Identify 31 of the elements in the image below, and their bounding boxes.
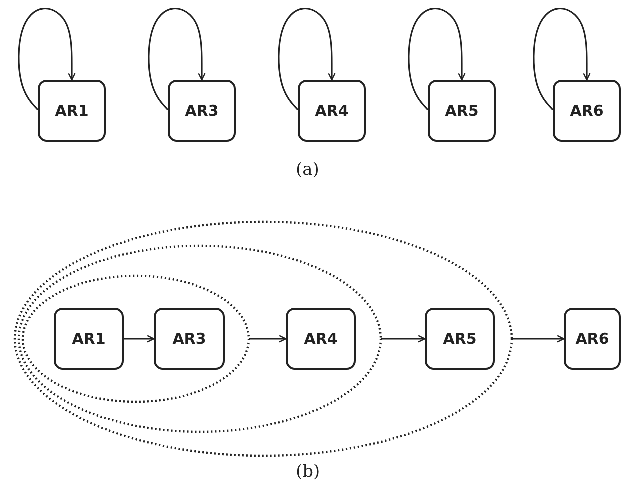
arrow — [512, 335, 565, 343]
box-label: AR4 — [315, 102, 349, 120]
box-label: AR3 — [172, 330, 206, 348]
box-label: AR4 — [304, 330, 338, 348]
arrow — [124, 335, 155, 343]
process-box — [54, 308, 124, 370]
arrow — [249, 335, 287, 343]
process-box — [553, 80, 621, 142]
process-box — [286, 308, 356, 370]
process-box — [168, 80, 236, 142]
box-label: AR6 — [576, 330, 610, 348]
box-label: AR5 — [445, 102, 479, 120]
process-box — [425, 308, 495, 370]
box-label: AR3 — [185, 102, 219, 120]
process-box — [428, 80, 496, 142]
box-label: AR6 — [570, 102, 604, 120]
arrow — [381, 335, 426, 343]
self-loop-arrow — [533, 8, 591, 111]
box-label: AR1 — [55, 102, 89, 120]
self-loop-arrow — [278, 8, 336, 111]
process-box — [564, 308, 621, 370]
process-box — [298, 80, 366, 142]
box-label: AR1 — [72, 330, 106, 348]
self-loop-arrow — [148, 8, 206, 111]
self-loop-arrow — [18, 8, 76, 111]
panel-label: (b) — [296, 462, 320, 482]
box-label: AR5 — [443, 330, 477, 348]
panel-label: (a) — [296, 160, 320, 180]
process-box — [154, 308, 225, 370]
self-loop-arrow — [408, 8, 466, 111]
process-box — [38, 80, 106, 142]
